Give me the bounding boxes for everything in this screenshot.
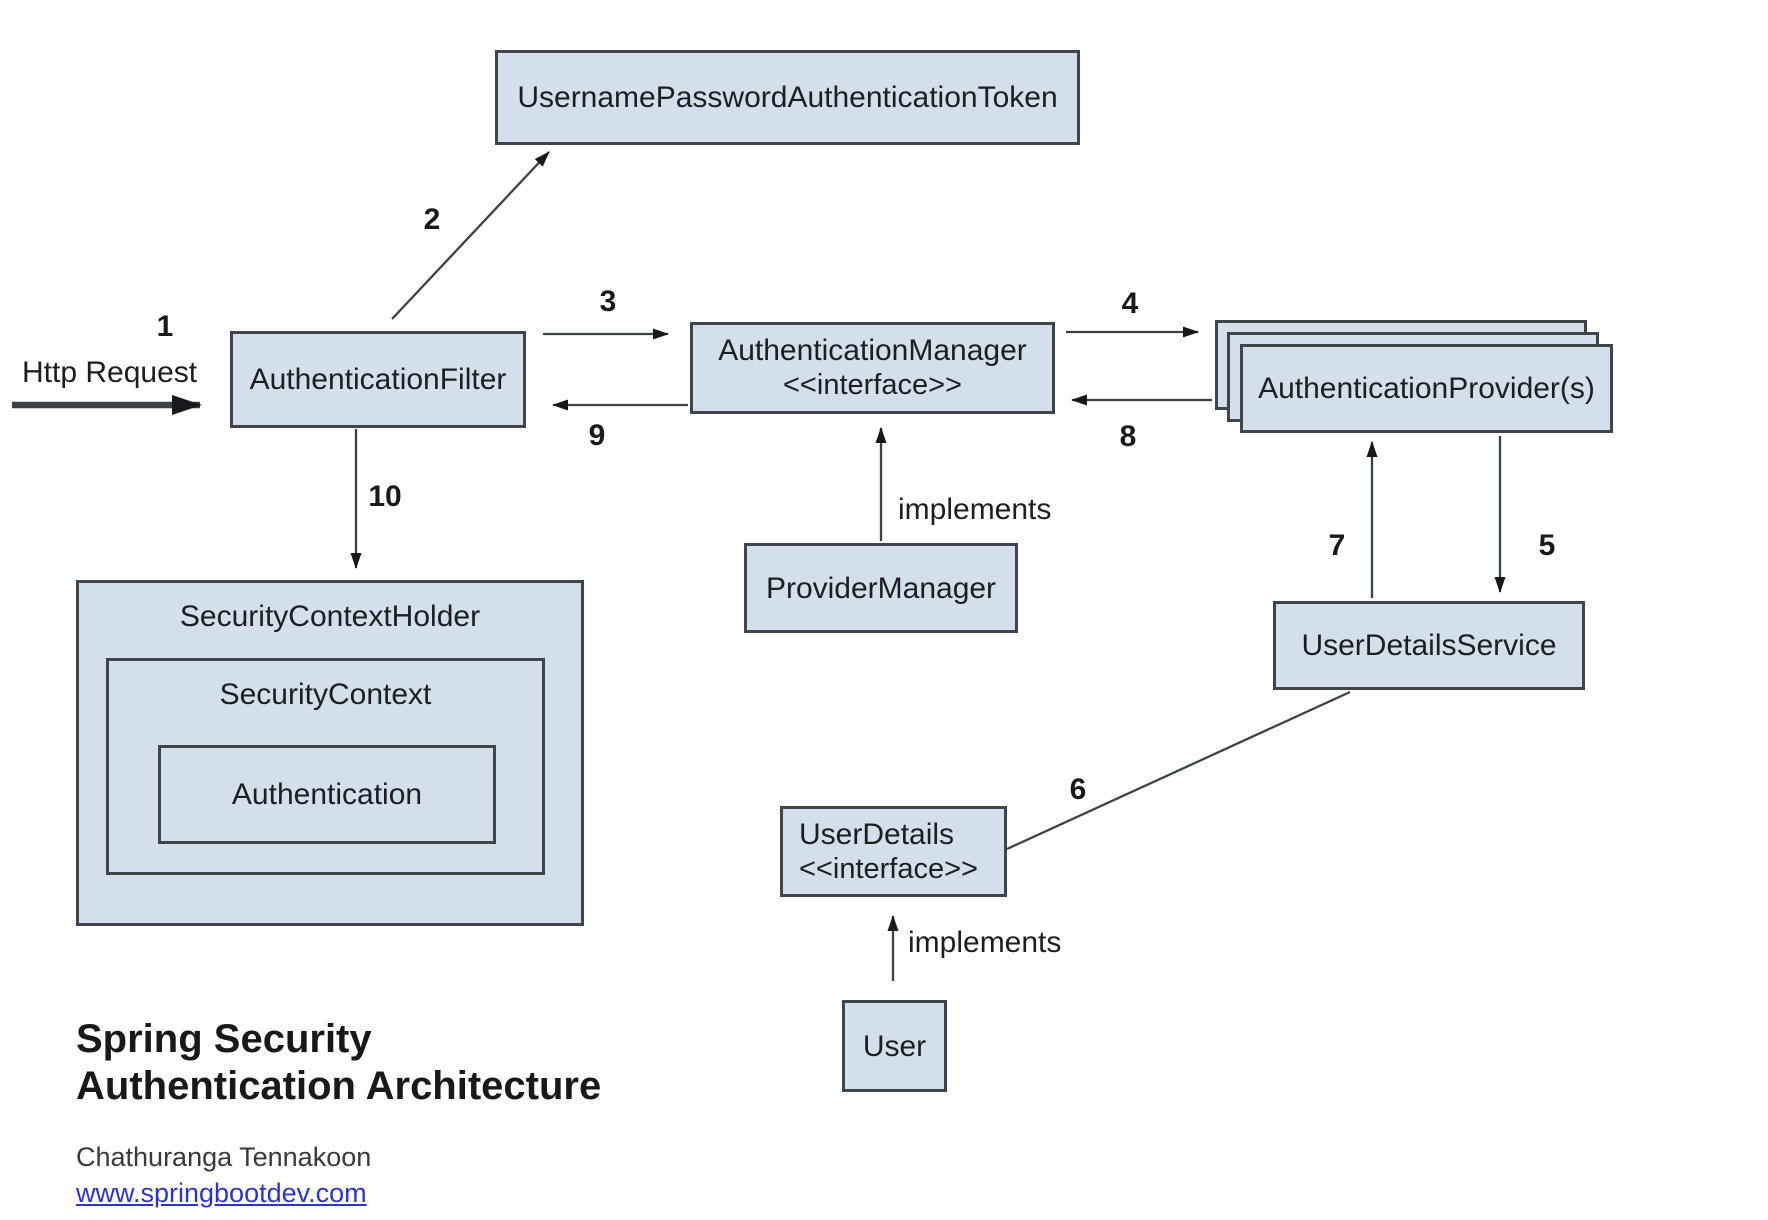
node-username-password-authentication-token: UsernamePasswordAuthenticationToken [495, 50, 1080, 145]
step-label-8: 8 [1119, 420, 1137, 453]
node-label: UserDetails [799, 817, 955, 851]
step-label-9: 9 [588, 419, 606, 452]
step-label-5: 5 [1538, 529, 1556, 562]
diagram-title: Spring Security Authentication Architect… [76, 1016, 601, 1110]
website-link[interactable]: www.springbootdev.com [76, 1178, 367, 1208]
node-authentication-manager: AuthenticationManager <<interface>> [690, 322, 1055, 414]
implements-label-user: implements [908, 926, 1062, 959]
step-label-7: 7 [1328, 529, 1346, 562]
implements-label-provider-manager: implements [898, 493, 1052, 526]
node-label: User [862, 1029, 927, 1063]
step-label-10: 10 [368, 480, 402, 513]
connector-step-6-userdetails-to-uds [1006, 690, 1351, 851]
node-user-details: UserDetails <<interface>> [780, 806, 1007, 897]
node-provider-manager: ProviderManager [744, 543, 1018, 633]
step-label-4: 4 [1121, 287, 1139, 320]
node-label: Authentication [231, 778, 423, 811]
step-label-6: 6 [1069, 773, 1087, 806]
node-label: SecurityContext [219, 678, 432, 711]
node-stereotype: <<interface>> [783, 369, 962, 401]
node-label: AuthenticationProvider(s) [1258, 372, 1595, 405]
step-label-3: 3 [599, 285, 617, 318]
node-label: AuthenticationFilter [249, 363, 507, 396]
node-label: ProviderManager [765, 571, 997, 605]
node-security-context-holder: SecurityContextHolder SecurityContext Au… [76, 580, 584, 926]
diagram-title-line2: Authentication Architecture [76, 1064, 602, 1108]
http-request-label: Http Request [22, 356, 198, 389]
node-security-context: SecurityContext Authentication [106, 658, 545, 875]
node-authentication: Authentication [158, 745, 496, 844]
step-label-1: 1 [156, 310, 174, 343]
node-label: UsernamePasswordAuthenticationToken [517, 81, 1058, 114]
node-authentication-filter: AuthenticationFilter [230, 331, 526, 428]
author-name: Chathuranga Tennakoon [76, 1142, 372, 1172]
node-user-details-service: UserDetailsService [1273, 601, 1585, 690]
node-label: UserDetailsService [1301, 629, 1557, 662]
connector-step-2-filter-to-token [391, 151, 550, 320]
diagram-title-line1: Spring Security [76, 1017, 372, 1061]
step-label-2: 2 [423, 203, 441, 236]
node-user: User [842, 1000, 947, 1092]
node-label: AuthenticationManager [718, 334, 1027, 367]
node-stereotype: <<interface>> [799, 852, 978, 885]
node-authentication-providers: AuthenticationProvider(s) [1240, 344, 1613, 433]
node-label: SecurityContextHolder [179, 600, 481, 633]
